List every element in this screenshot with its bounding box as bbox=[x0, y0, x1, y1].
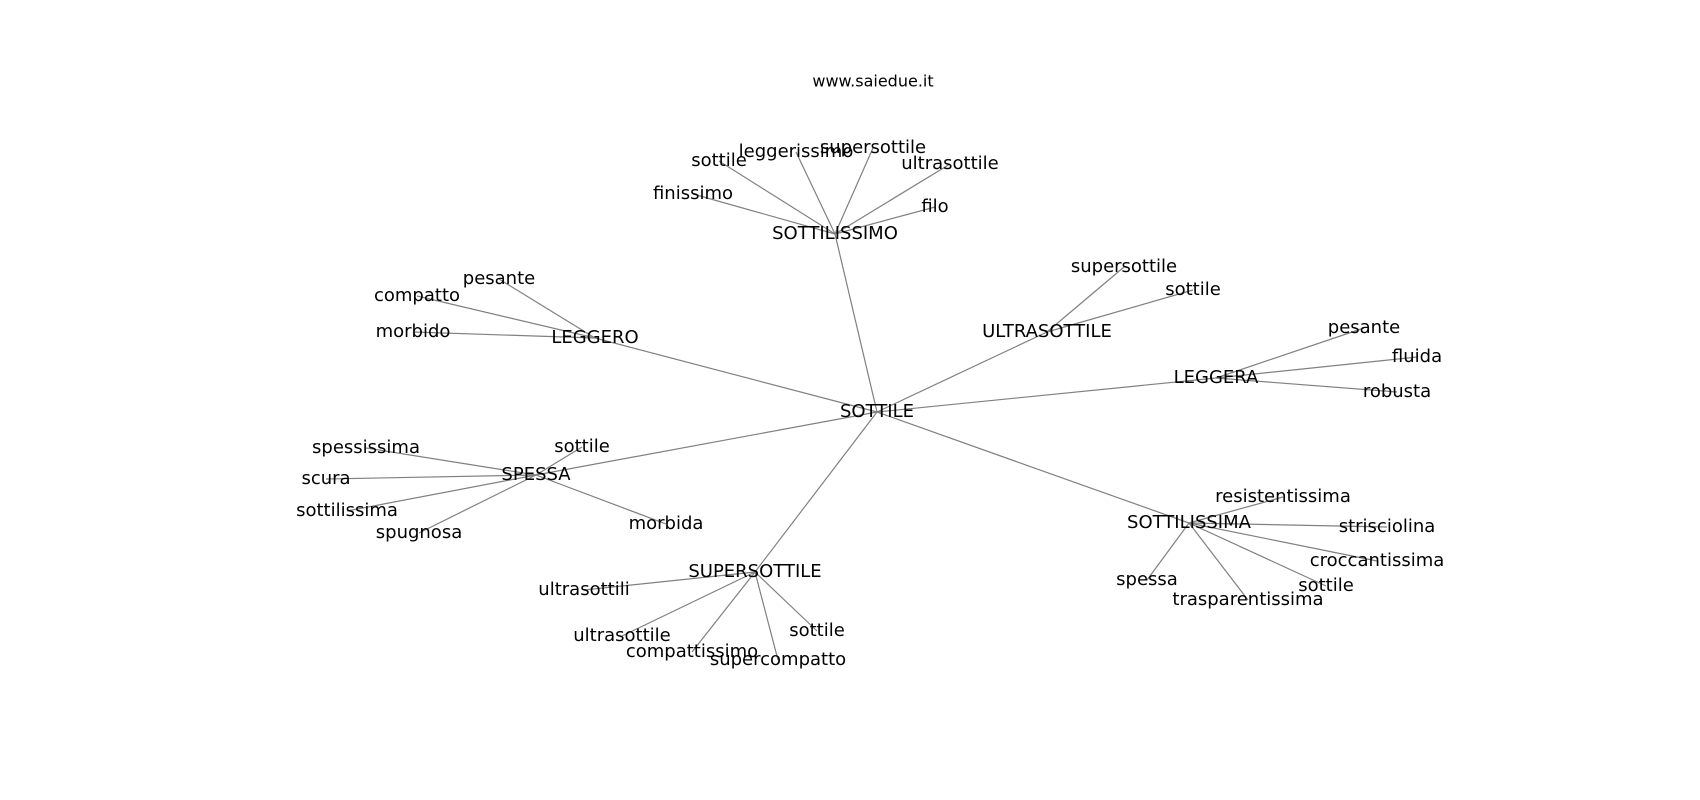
leaf-node: spugnosa bbox=[376, 522, 462, 543]
hub-node: LEGGERO bbox=[551, 327, 638, 348]
edge-hub-to-leaf bbox=[834, 206, 936, 235]
leaf-node: pesante bbox=[1328, 317, 1400, 338]
hub-node: SOTTILISSIMA bbox=[1127, 512, 1252, 533]
edge-hub-to-leaf bbox=[412, 331, 596, 339]
edge-hub-to-leaf bbox=[365, 447, 537, 476]
leaf-node: croccantissima bbox=[1310, 550, 1445, 571]
leaf-node: pesante bbox=[463, 268, 535, 289]
edge-hub-to-leaf bbox=[1146, 522, 1190, 581]
edge-root-to-hub bbox=[876, 331, 1048, 413]
leaf-node: fluida bbox=[1392, 346, 1442, 367]
node-labels: SOTTILESOTTILISSIMOfinissimosottilelegge… bbox=[296, 137, 1444, 670]
leaf-node: resistentissima bbox=[1215, 486, 1351, 507]
edge-hub-to-leaf bbox=[1046, 289, 1194, 333]
leaf-node: compattissimo bbox=[626, 641, 758, 662]
edge-hub-to-leaf bbox=[621, 571, 756, 637]
leaf-node: sottilissima bbox=[296, 500, 398, 521]
edge-hub-to-leaf bbox=[325, 474, 537, 480]
leaf-node: sottile bbox=[1298, 575, 1354, 596]
edge-hub-to-leaf bbox=[1188, 522, 1327, 587]
edge-hub-to-leaf bbox=[1215, 377, 1398, 393]
site-label: www.saiedue.it bbox=[812, 72, 933, 91]
edge-root-to-hub bbox=[594, 337, 878, 413]
leaf-node: sottile bbox=[691, 150, 747, 171]
edge-hub-to-leaf bbox=[795, 151, 836, 235]
leaf-node: spessa bbox=[1116, 569, 1178, 590]
edge-hub-to-leaf bbox=[498, 278, 596, 339]
leaf-node: leggerissimo bbox=[739, 141, 854, 162]
leaf-node: sottile bbox=[789, 620, 845, 641]
edge-hub-to-leaf bbox=[346, 474, 537, 512]
leaf-node: robusta bbox=[1363, 381, 1431, 402]
leaf-node: compatto bbox=[374, 285, 460, 306]
leaf-node: strisciolina bbox=[1339, 516, 1436, 537]
leaf-node: finissimo bbox=[653, 183, 733, 204]
hub-node: LEGGERA bbox=[1174, 367, 1259, 388]
edge-hub-to-leaf bbox=[416, 295, 596, 339]
edge-hub-to-leaf bbox=[1188, 522, 1378, 562]
leaf-node: morbida bbox=[629, 513, 704, 534]
edge-hub-to-leaf bbox=[754, 571, 818, 632]
leaf-node: supersottile bbox=[820, 137, 926, 158]
leaf-node: spessissima bbox=[312, 437, 420, 458]
hub-node: SUPERSOTTILE bbox=[688, 561, 821, 582]
edge-hub-to-leaf bbox=[583, 571, 756, 591]
edge-root-to-hub bbox=[876, 411, 1190, 524]
edge-hub-to-leaf bbox=[535, 474, 667, 525]
edge-root-to-hub bbox=[754, 411, 878, 573]
edge-hub-to-leaf bbox=[754, 571, 779, 661]
leaf-node: sottile bbox=[1165, 279, 1221, 300]
edge-hub-to-leaf bbox=[535, 446, 583, 476]
edge-hub-to-leaf bbox=[418, 474, 537, 534]
leaf-node: sottile bbox=[554, 436, 610, 457]
edge-root-to-hub bbox=[834, 233, 878, 413]
edge-root-to-hub bbox=[535, 411, 878, 476]
hub-node: SPESSA bbox=[501, 464, 571, 485]
leaf-node: supersottile bbox=[1071, 256, 1177, 277]
edge-hub-to-leaf bbox=[718, 160, 836, 235]
edge-hub-to-leaf bbox=[691, 571, 756, 653]
leaf-node: morbido bbox=[376, 321, 451, 342]
edge-hub-to-leaf bbox=[1215, 327, 1365, 379]
edge-hub-to-leaf bbox=[1215, 356, 1418, 379]
edges bbox=[325, 147, 1418, 661]
hub-node: SOTTILISSIMO bbox=[772, 223, 898, 244]
edge-hub-to-leaf bbox=[834, 163, 951, 235]
edge-hub-to-leaf bbox=[1188, 496, 1284, 524]
leaf-node: supercompatto bbox=[710, 649, 846, 670]
edge-hub-to-leaf bbox=[1188, 522, 1388, 528]
leaf-node: filo bbox=[921, 196, 948, 217]
hub-node: ULTRASOTTILE bbox=[982, 321, 1112, 342]
leaf-node: scura bbox=[301, 468, 350, 489]
leaf-node: ultrasottile bbox=[901, 153, 998, 174]
edge-hub-to-leaf bbox=[692, 193, 836, 235]
edge-root-to-hub bbox=[876, 377, 1217, 413]
leaf-node: trasparentissima bbox=[1172, 589, 1323, 610]
root-node: SOTTILE bbox=[840, 401, 914, 422]
edge-hub-to-leaf bbox=[1046, 266, 1125, 333]
edge-hub-to-leaf bbox=[1188, 522, 1249, 601]
edge-hub-to-leaf bbox=[834, 147, 874, 235]
leaf-node: ultrasottili bbox=[538, 579, 629, 600]
leaf-node: ultrasottile bbox=[573, 625, 670, 646]
